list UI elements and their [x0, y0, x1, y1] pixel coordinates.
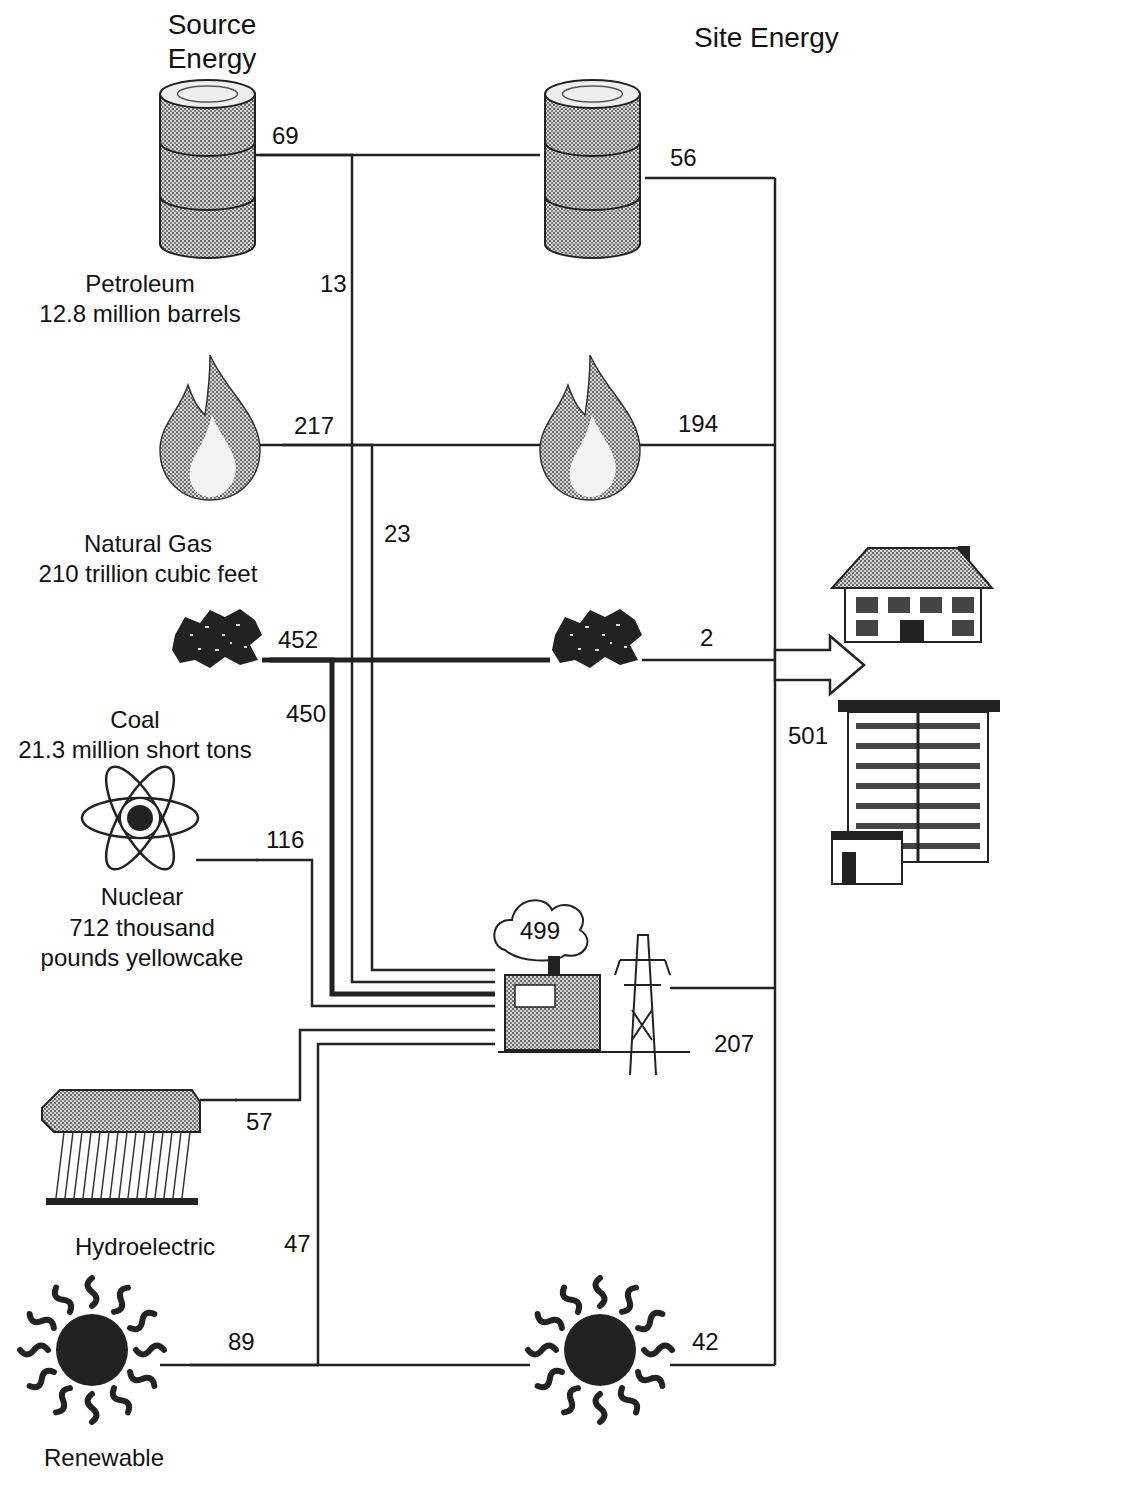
coal-icon — [172, 609, 262, 668]
window — [952, 620, 974, 636]
natural-gas-icon — [160, 355, 260, 500]
flow-value: 450 — [284, 700, 328, 728]
energy-source: Coal21.3 million short tons — [8, 600, 270, 768]
column-heading: Source Energy — [140, 8, 284, 76]
roof — [832, 548, 992, 588]
flow-connector — [235, 1030, 495, 1100]
flow-value: 501 — [786, 722, 830, 750]
power-plant: 499 — [495, 895, 605, 1055]
flow-value: 452 — [276, 626, 320, 654]
smokestack — [548, 956, 560, 976]
window — [856, 620, 878, 636]
atom-orbit — [94, 758, 187, 878]
column-heading: Site Energy — [692, 24, 841, 52]
energy-source: Natural Gas210 trillion cubic feet — [20, 350, 282, 592]
office-mullion — [917, 712, 920, 862]
flow-connector — [282, 445, 495, 970]
window — [952, 597, 974, 613]
dam-block — [42, 1090, 200, 1132]
hydroelectric-icon — [42, 1090, 200, 1205]
energy-source: Nuclear712 thousand pounds yellowcake — [28, 765, 256, 977]
power-plant-icon — [494, 900, 690, 1075]
petroleum-icon — [545, 80, 640, 258]
flow-value: 217 — [292, 412, 336, 440]
node-title: Petroleum — [30, 270, 250, 298]
transmission-tower — [615, 935, 670, 1075]
flow-line — [196, 859, 258, 862]
flow-value: 207 — [712, 1030, 756, 1058]
petroleum-icon — [160, 80, 255, 258]
natural-gas-icon — [540, 355, 640, 500]
energy-source: Hydroelectric — [35, 1085, 235, 1265]
ground-line — [498, 1051, 690, 1053]
flow-connector — [190, 1044, 495, 1365]
window — [888, 597, 910, 613]
flow-line — [200, 1099, 237, 1102]
atom-orbit — [82, 798, 198, 838]
flow-line — [670, 987, 775, 990]
office-roof — [838, 700, 1000, 712]
smoke-cloud — [494, 900, 587, 960]
nuclear-icon — [82, 758, 198, 878]
office-icon — [832, 700, 1000, 884]
flow-value: 69 — [270, 122, 301, 150]
node-title: Nuclear — [28, 883, 256, 911]
flow-value: 89 — [226, 1328, 257, 1356]
node-detail: 21.3 million short tons — [8, 736, 262, 764]
flow-line — [645, 177, 775, 180]
energy-source: Renewable — [18, 1280, 190, 1476]
plant-building — [505, 975, 600, 1050]
node-title: Renewable — [18, 1444, 190, 1472]
window — [920, 597, 942, 613]
atom-orbit — [94, 758, 187, 878]
wing-roof — [832, 832, 902, 840]
flow-value: 57 — [244, 1108, 275, 1136]
node-detail: 210 trillion cubic feet — [20, 560, 276, 588]
renewable-icon — [20, 1278, 164, 1422]
door — [900, 620, 924, 642]
node-detail: 12.8 million barrels — [30, 300, 250, 328]
flow-connector — [260, 155, 495, 982]
flow-value: 2 — [698, 624, 715, 652]
flow-line — [670, 1364, 775, 1367]
flow-value: 13 — [318, 270, 349, 298]
node-title: Hydroelectric — [55, 1233, 235, 1261]
delivery-arrow — [775, 636, 864, 694]
flow-connector — [256, 860, 495, 1006]
office-wing — [832, 832, 902, 884]
atom-ring — [120, 798, 160, 838]
atom-nucleus — [127, 805, 153, 831]
flow-lines — [160, 155, 775, 1365]
flow-value: 42 — [690, 1328, 721, 1356]
flow-line — [640, 444, 775, 447]
wing-door — [842, 852, 856, 884]
dam-base — [46, 1198, 198, 1205]
node-detail: 712 thousand pounds yellowcake — [30, 913, 254, 973]
flow-line — [774, 178, 777, 1365]
node-title: 499 — [495, 917, 585, 945]
energy-source: Petroleum12.8 million barrels — [30, 80, 260, 332]
house-wall — [845, 588, 981, 642]
flow-value: 47 — [282, 1230, 313, 1258]
renewable-icon — [528, 1278, 672, 1422]
window — [856, 597, 878, 613]
coal-icon — [552, 609, 642, 668]
waterfall — [56, 1132, 190, 1198]
flow-value: 56 — [668, 144, 699, 172]
flow-line — [642, 659, 775, 662]
plant-annex — [515, 985, 555, 1007]
node-title: Coal — [8, 706, 262, 734]
flow-value: 194 — [676, 410, 720, 438]
flow-value: 116 — [264, 826, 306, 854]
house-icon — [832, 546, 992, 642]
flow-value: 23 — [382, 520, 413, 548]
node-title: Natural Gas — [20, 530, 276, 558]
